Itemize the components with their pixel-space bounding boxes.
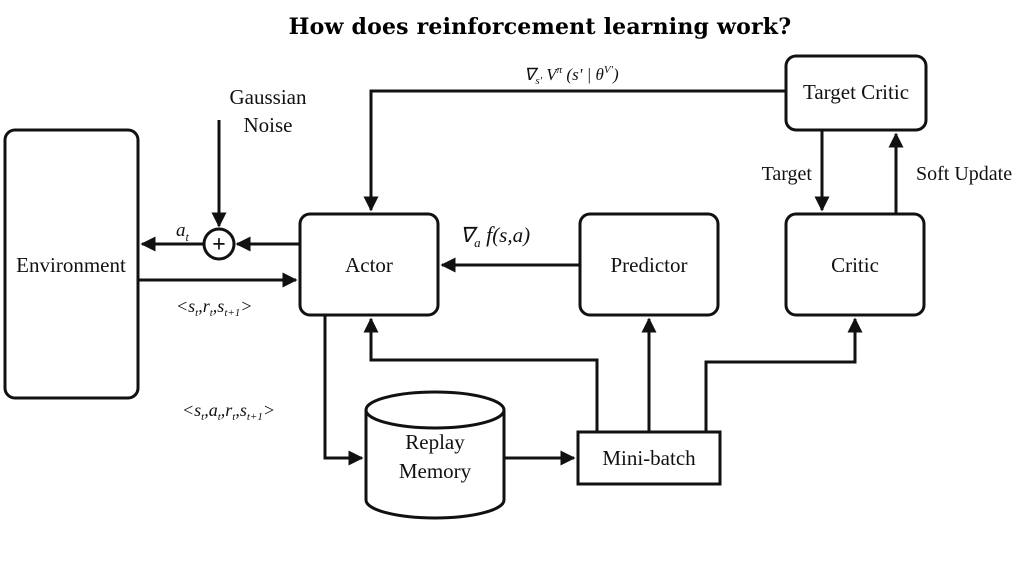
experience-tuple-label: <st,at,rt,st+1> [182, 400, 275, 423]
page-title: How does reinforcement learning work? [288, 14, 792, 40]
actor-box [298, 212, 440, 317]
gaussian-noise-label-line2: Noise [244, 113, 293, 137]
mini-batch-label: Mini-batch [602, 446, 696, 470]
target-critic-box [784, 54, 928, 132]
action-label: at [176, 220, 190, 244]
target-critic-to-actor-arrow [363, 89, 786, 212]
predictor-label: Predictor [611, 253, 688, 277]
sum-symbol: + [212, 232, 226, 258]
minibatch-to-actor-arrow [363, 317, 599, 432]
minibatch-to-critic-arrow [704, 317, 863, 432]
critic-box [784, 212, 926, 317]
target-gradient-label: ∇s' Vπ (s' | θV') [524, 64, 619, 87]
replay-memory-cylinder [364, 390, 506, 520]
environment-label: Environment [16, 253, 126, 277]
state-transition-label: <st,rt,st+1> [176, 296, 252, 319]
target-critic-label: Target Critic [803, 80, 909, 104]
predictor-gradient-label: ∇a f(s,a) [460, 222, 530, 250]
critic-label: Critic [831, 253, 879, 277]
environment-box [3, 128, 140, 400]
gaussian-noise-label-line1: Gaussian [230, 85, 307, 109]
replay-memory-label-line2: Memory [399, 459, 472, 483]
replay-memory-label-line1: Replay [405, 430, 465, 454]
soft-update-label: Soft Update [916, 163, 1012, 185]
actor-to-replay-arrow [323, 315, 364, 466]
target-label: Target [762, 163, 813, 185]
actor-label: Actor [345, 253, 393, 277]
